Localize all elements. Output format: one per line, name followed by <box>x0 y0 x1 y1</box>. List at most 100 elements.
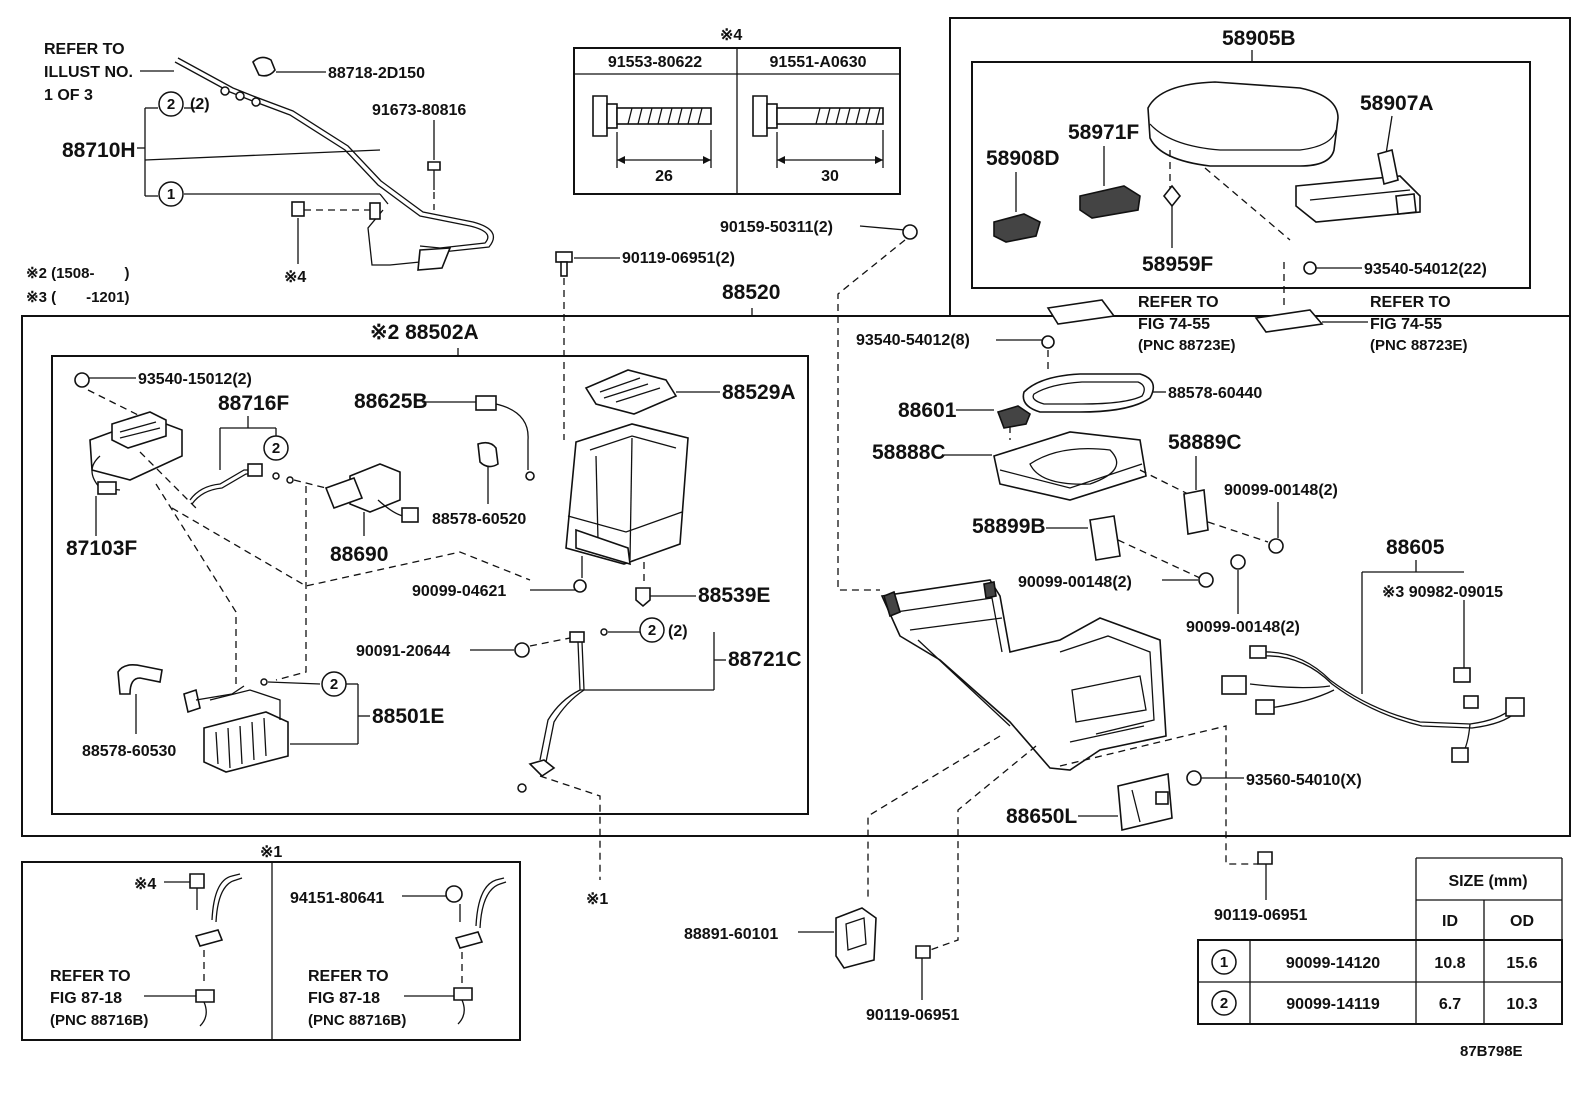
88710H-cable <box>174 56 494 271</box>
label-refer-87: REFER TO <box>50 968 131 985</box>
label-88690: 88690 <box>330 543 388 566</box>
label-88501E: 88501E <box>372 705 444 728</box>
panel-58888C <box>993 431 1147 501</box>
mark1-box <box>21 861 521 1041</box>
label-mark4: ※4 <box>720 27 742 44</box>
clip-88539E <box>635 587 651 608</box>
88710H-bracket <box>137 107 389 205</box>
motor-88690 <box>324 463 419 523</box>
screw-93540-22 <box>1303 261 1317 275</box>
label-88578-60520: 88578-60520 <box>432 511 526 528</box>
label-88891-60101: 88891-60101 <box>684 926 778 943</box>
main-frame <box>21 315 1571 837</box>
bolt-length: 26 <box>655 168 673 185</box>
size-col-id: ID <box>1442 913 1458 930</box>
screw-90119 <box>555 251 573 263</box>
label-91673-80816: 91673-80816 <box>372 102 466 119</box>
label-refer-74: FIG 74-55 <box>1370 316 1442 333</box>
label-mark4: ※4 <box>134 876 156 893</box>
size-row-mark: 1 <box>1220 954 1228 971</box>
clip-90159 <box>902 224 918 240</box>
mat-88529A <box>584 369 678 415</box>
circle-mark-2 <box>263 435 289 461</box>
bolt-header: 91551-A0630 <box>770 54 867 71</box>
ring-88578-60440 <box>1022 373 1155 413</box>
label-refer-87: FIG 87-18 <box>308 990 380 1007</box>
label-90099-00148-c: 90099-00148(2) <box>1186 619 1300 636</box>
label-88520: 88520 <box>722 281 780 304</box>
label-refer-74: (PNC 88723E) <box>1370 337 1468 354</box>
clip-90099-c <box>1230 554 1246 570</box>
module-88650L <box>1117 773 1173 831</box>
cup-holder-box <box>565 423 689 566</box>
label-88529A: 88529A <box>722 381 796 404</box>
label-88578-60530: 88578-60530 <box>82 743 176 760</box>
bolt-length: 30 <box>821 168 839 185</box>
circle-mark-text: 2 <box>648 622 656 639</box>
label-refer-87: (PNC 88716B) <box>308 1012 406 1029</box>
bolt-table: ※4 91553-80622 91551-A0630 26 <box>573 27 901 195</box>
circle-mark-2 <box>639 617 665 643</box>
size-row-od: 15.6 <box>1506 955 1537 972</box>
screw-93540-15012 <box>74 372 90 388</box>
circle-mark-2 <box>158 91 184 117</box>
bolt-header: 91553-80622 <box>608 54 702 71</box>
latch-58971F <box>1079 185 1141 219</box>
clip-90099-b <box>1198 572 1214 588</box>
label-88578-60440: 88578-60440 <box>1168 385 1262 402</box>
label-refer-illust: ILLUST NO. <box>44 64 133 81</box>
armrest-lid <box>1147 81 1339 167</box>
pad-88723E-a <box>1046 299 1116 325</box>
label-88539E: 88539E <box>698 584 770 607</box>
grommet-88578-60530 <box>117 664 163 695</box>
label-90091-20644: 90091-20644 <box>356 643 450 660</box>
label-93560-54010: 93560-54010(X) <box>1246 772 1362 789</box>
label-refer-74: REFER TO <box>1138 294 1219 311</box>
label-87103F: 87103F <box>66 537 137 560</box>
circle-mark-text: 1 <box>167 186 175 203</box>
label-refer-74: REFER TO <box>1370 294 1451 311</box>
diagram-code: 87B798E <box>1460 1043 1523 1060</box>
size-row-od: 10.3 <box>1506 996 1537 1013</box>
armrest-subframe <box>971 61 1531 289</box>
label-88710H: 88710H <box>62 139 136 162</box>
harness-88605 <box>1221 645 1525 763</box>
label-refer-87: FIG 87-18 <box>50 990 122 1007</box>
size-table: SIZE (mm) ID OD 1 90099-14120 10.8 15.6 … <box>1197 857 1563 1025</box>
label-mark4: ※4 <box>284 269 306 286</box>
label-90119-06951-2: 90119-06951(2) <box>622 250 735 267</box>
note-2: ※2 (1508- ) <box>26 265 129 282</box>
screw-90119-b <box>915 945 931 959</box>
label-58971F: 58971F <box>1068 121 1139 144</box>
label-88650L: 88650L <box>1006 805 1077 828</box>
label-58905B: 58905B <box>1222 27 1296 50</box>
label-90982-09015: ※3 90982-09015 <box>1382 584 1503 601</box>
label-93540-15012: 93540-15012(2) <box>138 371 252 388</box>
label-refer-illust: 1 OF 3 <box>44 87 93 104</box>
label-qty: (2) <box>190 96 210 113</box>
label-88601: 88601 <box>898 399 957 422</box>
circle-mark-1 <box>158 181 184 207</box>
clip-58959F <box>1162 184 1182 208</box>
ecu-88501E <box>183 685 289 773</box>
unit-87103F <box>89 411 183 495</box>
bracket-58899B <box>1089 515 1121 561</box>
label-mark1: ※1 <box>586 891 608 908</box>
label-88605: 88605 <box>1386 536 1445 559</box>
size-row-mark: 2 <box>1220 995 1228 1012</box>
88502A-frame <box>51 355 809 815</box>
note-3: ※3 ( -1201) <box>26 289 129 306</box>
grommet-88578-60520 <box>477 441 499 468</box>
label-88716F: 88716F <box>218 392 289 415</box>
label-94151-80641: 94151-80641 <box>290 890 384 907</box>
screw-90119-c <box>1257 851 1273 865</box>
label-93540-54012-8: 93540-54012(8) <box>856 332 970 349</box>
size-col-od: OD <box>1510 913 1534 930</box>
label-90119-06951-a: 90119-06951 <box>1214 907 1308 924</box>
bracket-58889C <box>1183 489 1209 535</box>
label-58899B: 58899B <box>972 515 1046 538</box>
screw-90091-20644 <box>514 642 530 658</box>
label-90099-04621: 90099-04621 <box>412 583 506 600</box>
clip-88721C <box>569 631 585 643</box>
